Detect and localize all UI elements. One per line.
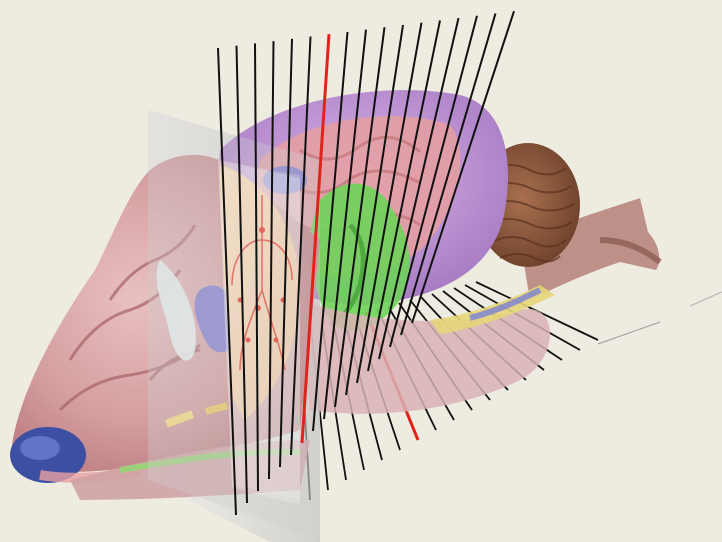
ventral-brain [300, 300, 550, 414]
axis-guides [598, 292, 722, 344]
